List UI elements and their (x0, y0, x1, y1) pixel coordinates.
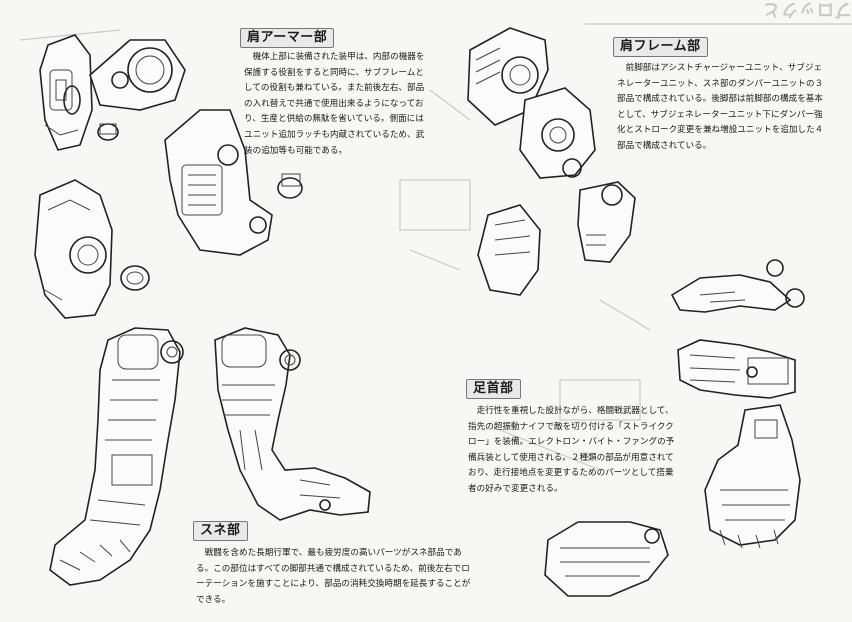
shoulder-armor-text: 機体上部に装備された装甲は、内部の機器を保護する役割をすると同時に、サブフレーム… (244, 52, 425, 156)
shoulder-armor-parts (34, 34, 303, 319)
shin-leg-assemblies (49, 327, 371, 586)
shoulder-frame-parts (467, 27, 636, 296)
shoulder-frame-text: 前脚部はアシストチャージャーユニット、サブジェネレーターユニット、スネ部のダンパ… (617, 63, 824, 151)
shin-text: 戦闘を含めた長期行軍で、最も疲労度の高いパーツがスネ部品である。この部位はすべて… (196, 548, 471, 605)
shin-title: スネ部 (193, 521, 248, 541)
ankle-title: 足首部 (466, 379, 521, 399)
ankle-parts (544, 259, 805, 597)
shoulder-frame-title: 肩フレーム部 (613, 37, 708, 57)
ankle-text: 走行性を重視した設計ながら、格闘戦武器として、指先の超振動ナイフで敵を切り付ける… (468, 406, 675, 494)
background-ghost-art (19, 29, 651, 561)
shoulder-armor-title: 肩アーマー部 (240, 28, 335, 48)
